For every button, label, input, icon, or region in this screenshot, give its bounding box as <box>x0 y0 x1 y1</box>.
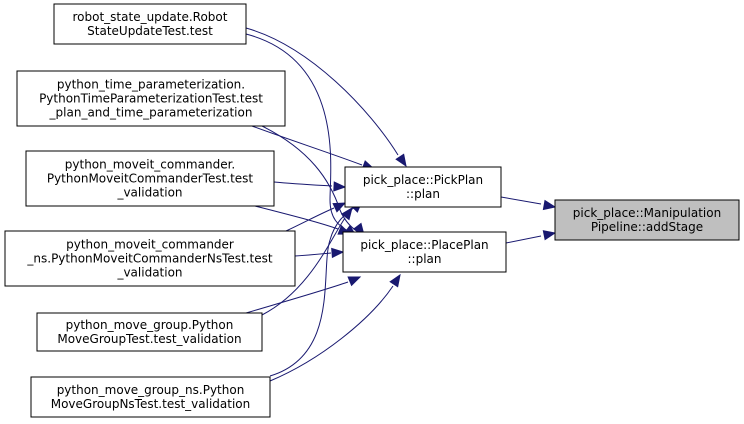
arrowhead-icon <box>542 230 557 241</box>
edge-placeplan-to-addstage <box>505 230 557 244</box>
arrowhead-icon <box>389 273 401 288</box>
edge-line <box>269 206 356 377</box>
edge-line <box>245 33 351 233</box>
edge-line <box>294 252 332 257</box>
edge-line <box>254 205 339 230</box>
node-box[interactable] <box>25 150 275 207</box>
node-label-line: Pipeline::addStage <box>591 220 703 234</box>
arrowhead-icon <box>395 153 407 168</box>
node-label-line: python_time_parameterization. <box>57 78 245 92</box>
arrowhead-icon <box>331 247 345 259</box>
node-label-line: ::plan <box>406 187 440 201</box>
node-python_time[interactable]: python_time_parameterization.PythonTimeP… <box>16 70 286 127</box>
node-box[interactable] <box>342 231 507 273</box>
node-robot_state[interactable]: robot_state_update.RobotStateUpdateTest.… <box>53 3 247 45</box>
edge-move_group_ns-to-placeplan <box>269 273 401 382</box>
node-box[interactable] <box>36 312 263 352</box>
edge-line <box>245 27 399 156</box>
node-label-line: _plan_and_time_parameterization <box>49 106 253 120</box>
node-label-line: _validation <box>116 266 182 280</box>
edge-robot_state-to-pickplan <box>245 27 407 168</box>
arrowhead-icon <box>333 181 347 192</box>
node-label-line: PythonTimeParameterizationTest.test <box>39 92 263 106</box>
node-label-line: robot_state_update.Robot <box>73 10 228 24</box>
node-box[interactable] <box>53 3 247 45</box>
edge-line <box>505 235 542 244</box>
edge-move_group-to-placeplan <box>245 276 362 314</box>
edge-moveit_commander_ns-to-pickplan <box>285 202 347 232</box>
node-label-line: python_moveit_commander. <box>65 158 235 172</box>
node-label-line: python_move_group_ns.Python <box>57 383 245 397</box>
node-box[interactable] <box>4 230 296 287</box>
node-box[interactable] <box>344 166 502 208</box>
node-label-line: pick_place::Manipulation <box>573 206 721 220</box>
node-label-line: PythonMoveitCommanderTest.test <box>47 172 254 186</box>
edge-line <box>261 125 359 233</box>
node-addstage: pick_place::ManipulationPipeline::addSta… <box>554 199 740 241</box>
node-label-line: _validation <box>116 186 182 200</box>
node-box[interactable] <box>16 70 286 127</box>
node-label-line: _ns.PythonMoveitCommanderNsTest.test <box>26 252 272 266</box>
edge-line <box>500 196 542 205</box>
nodes-layer: robot_state_update.RobotStateUpdateTest.… <box>4 3 740 418</box>
edge-line <box>245 281 349 314</box>
edge-moveit_commander_ns-to-placeplan <box>294 247 345 259</box>
node-label-line: MoveGroupTest.test_validation <box>57 332 241 346</box>
node-label-line: pick_place::PlacePlan <box>360 238 488 252</box>
node-move_group[interactable]: python_move_group.PythonMoveGroupTest.te… <box>36 312 263 352</box>
edge-moveit_commander-to-pickplan <box>273 181 347 192</box>
arrowhead-icon <box>542 199 557 211</box>
node-placeplan[interactable]: pick_place::PlacePlan::plan <box>342 231 507 273</box>
node-label-line: python_moveit_commander <box>66 238 234 252</box>
edge-line <box>285 207 335 232</box>
arrowhead-icon <box>332 202 347 213</box>
arrowhead-icon <box>347 276 362 287</box>
node-label-line: StateUpdateTest.test <box>87 24 213 38</box>
edge-pickplan-to-addstage <box>500 196 557 211</box>
node-label-line: ::plan <box>408 252 442 266</box>
edge-line <box>273 181 333 187</box>
node-move_group_ns[interactable]: python_move_group_ns.PythonMoveGroupNsTe… <box>30 376 271 418</box>
node-moveit_commander[interactable]: python_moveit_commander.PythonMoveitComm… <box>25 150 275 207</box>
node-box <box>554 199 740 241</box>
edge-line <box>251 125 363 166</box>
edge-line <box>269 285 394 382</box>
edge-line <box>261 217 346 316</box>
node-label-line: pick_place::PickPlan <box>363 173 483 187</box>
node-pickplan[interactable]: pick_place::PickPlan::plan <box>344 166 502 208</box>
node-box[interactable] <box>30 376 271 418</box>
node-label-line: python_move_group.Python <box>66 318 234 332</box>
node-moveit_commander_ns[interactable]: python_moveit_commander_ns.PythonMoveitC… <box>4 230 296 287</box>
node-label-line: MoveGroupNsTest.test_validation <box>51 397 251 411</box>
